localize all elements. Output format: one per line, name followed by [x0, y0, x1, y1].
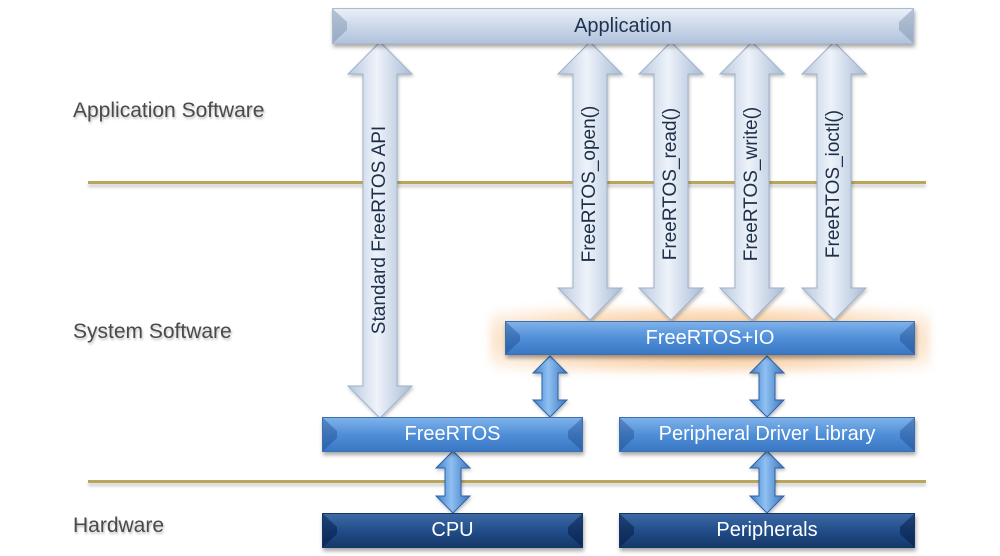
- block-peripherals-label: Peripherals: [716, 519, 818, 541]
- block-freertos-label: FreeRTOS: [404, 423, 501, 445]
- arrow-label-write: FreeRTOS_write(): [741, 106, 762, 262]
- block-freertos-io-label: FreeRTOS+IO: [645, 326, 775, 349]
- block-peripheral-driver-library: Peripheral Driver Library: [619, 417, 915, 452]
- block-peripheral-driver-library-label: Peripheral Driver Library: [658, 423, 876, 445]
- double-arrow-io-to-freertos: [531, 355, 569, 418]
- layer-label-system-software: System Software: [73, 320, 232, 343]
- block-cpu-label: CPU: [431, 519, 474, 541]
- arrow-label-ioctl: FreeRTOS_ioctl(): [823, 109, 844, 259]
- double-arrow-io-to-driver-library: [748, 355, 786, 418]
- block-freertos-io: FreeRTOS+IO: [505, 321, 915, 355]
- divider-system-hardware: [88, 480, 926, 483]
- double-arrow-driver-library-to-peripherals: [748, 450, 786, 514]
- block-cpu: CPU: [322, 513, 583, 548]
- arrow-label-standard-api: Standard FreeRTOS API: [369, 125, 390, 335]
- arrow-label-open: FreeRTOS_open(): [579, 105, 600, 263]
- divider-application-system: [88, 181, 926, 184]
- layer-label-application-software: Application Software: [73, 99, 265, 122]
- double-arrow-write: [718, 41, 786, 321]
- double-arrow-freertos-to-cpu: [434, 450, 472, 514]
- arrow-label-read: FreeRTOS_read(): [660, 107, 681, 261]
- block-application: Application: [332, 8, 914, 44]
- layer-label-hardware: Hardware: [73, 514, 165, 537]
- double-arrow-open: [556, 41, 624, 321]
- block-peripherals: Peripherals: [619, 513, 915, 548]
- double-arrow-read: [637, 41, 705, 321]
- double-arrow-ioctl: [800, 41, 868, 321]
- block-freertos: FreeRTOS: [322, 417, 583, 452]
- block-application-label: Application: [574, 14, 672, 37]
